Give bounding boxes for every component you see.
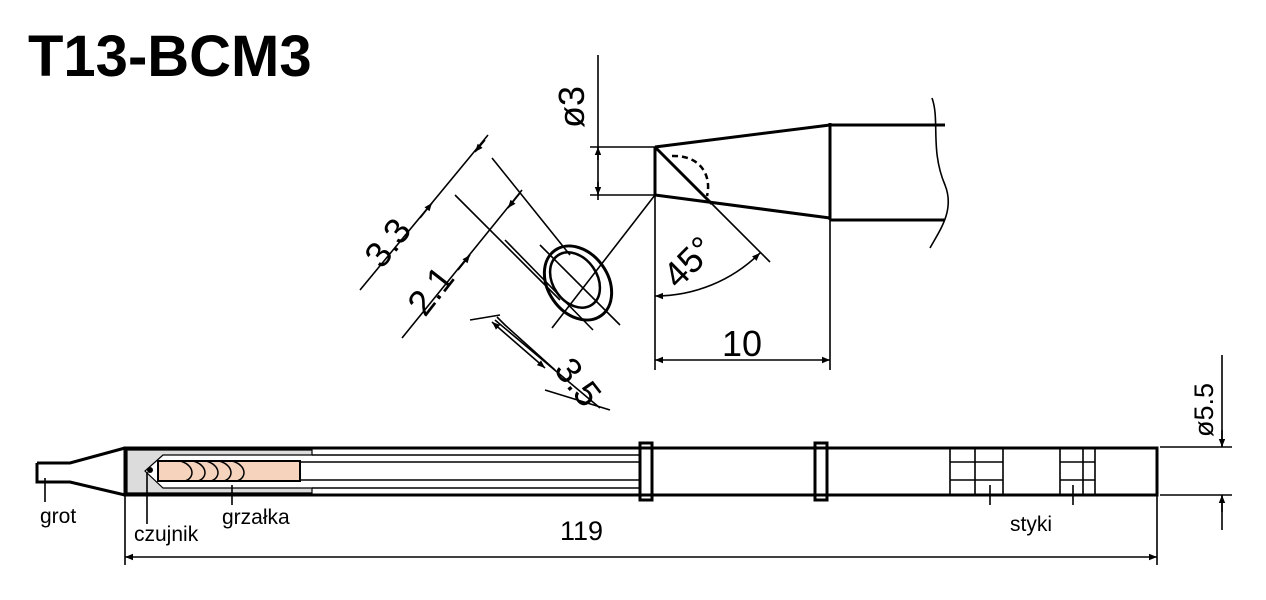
tip-side-view: ø3 10 45°: [551, 55, 950, 370]
diameter-3-label: ø3: [551, 86, 592, 128]
length-119-label: 119: [560, 516, 603, 546]
diameter-5-5-label: ø5.5: [1189, 383, 1219, 437]
label-grzalka: grzałka: [222, 506, 290, 529]
drawing-title: T13-BCM3: [28, 24, 312, 89]
dim-2-1-label: 2.1: [399, 258, 462, 323]
dim-3-5-label: 3.5: [547, 350, 610, 415]
bevel-face-view: 3.3 2.1 3.5: [356, 134, 656, 415]
label-czujnik: czujnik: [134, 523, 199, 546]
cartridge-view: grot czujnik grzałka styki 119 ø5.5: [35, 355, 1232, 565]
length-10-label: 10: [722, 323, 762, 364]
label-grot: grot: [40, 505, 76, 528]
label-styki: styki: [1010, 513, 1052, 536]
dim-3-3-label: 3.3: [356, 210, 419, 275]
sensor: [147, 467, 153, 473]
heater: [157, 460, 301, 482]
